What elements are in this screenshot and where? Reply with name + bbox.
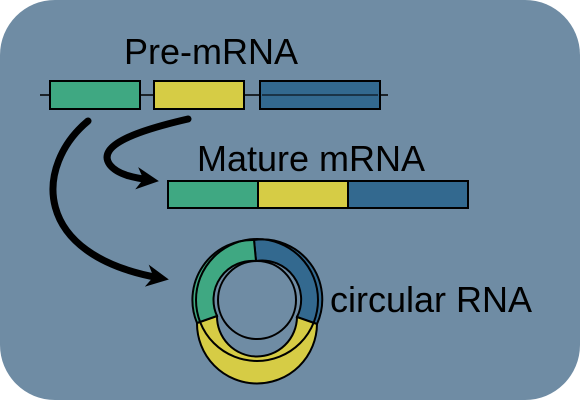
circular-rna-label: circular RNA (330, 279, 532, 320)
pre-mrna-exon-green (49, 80, 141, 110)
pre-mrna-label: Pre-mRNA (124, 31, 298, 72)
splicing-arrow (103, 115, 192, 190)
mature-mrna-exon-yellow (257, 180, 349, 209)
circular-rna-outline-outer (195, 238, 319, 362)
mature-mrna-exon-green (167, 180, 259, 209)
circular-rna-segment-yellow (195, 314, 319, 385)
pre-mrna-exon-yellow (153, 80, 245, 110)
mature-mrna-exon-blue (347, 180, 469, 209)
mature-mrna-label: Mature mRNA (197, 138, 425, 179)
backsplicing-arrow (49, 117, 169, 287)
circular-rna-outline-inner (217, 260, 297, 340)
